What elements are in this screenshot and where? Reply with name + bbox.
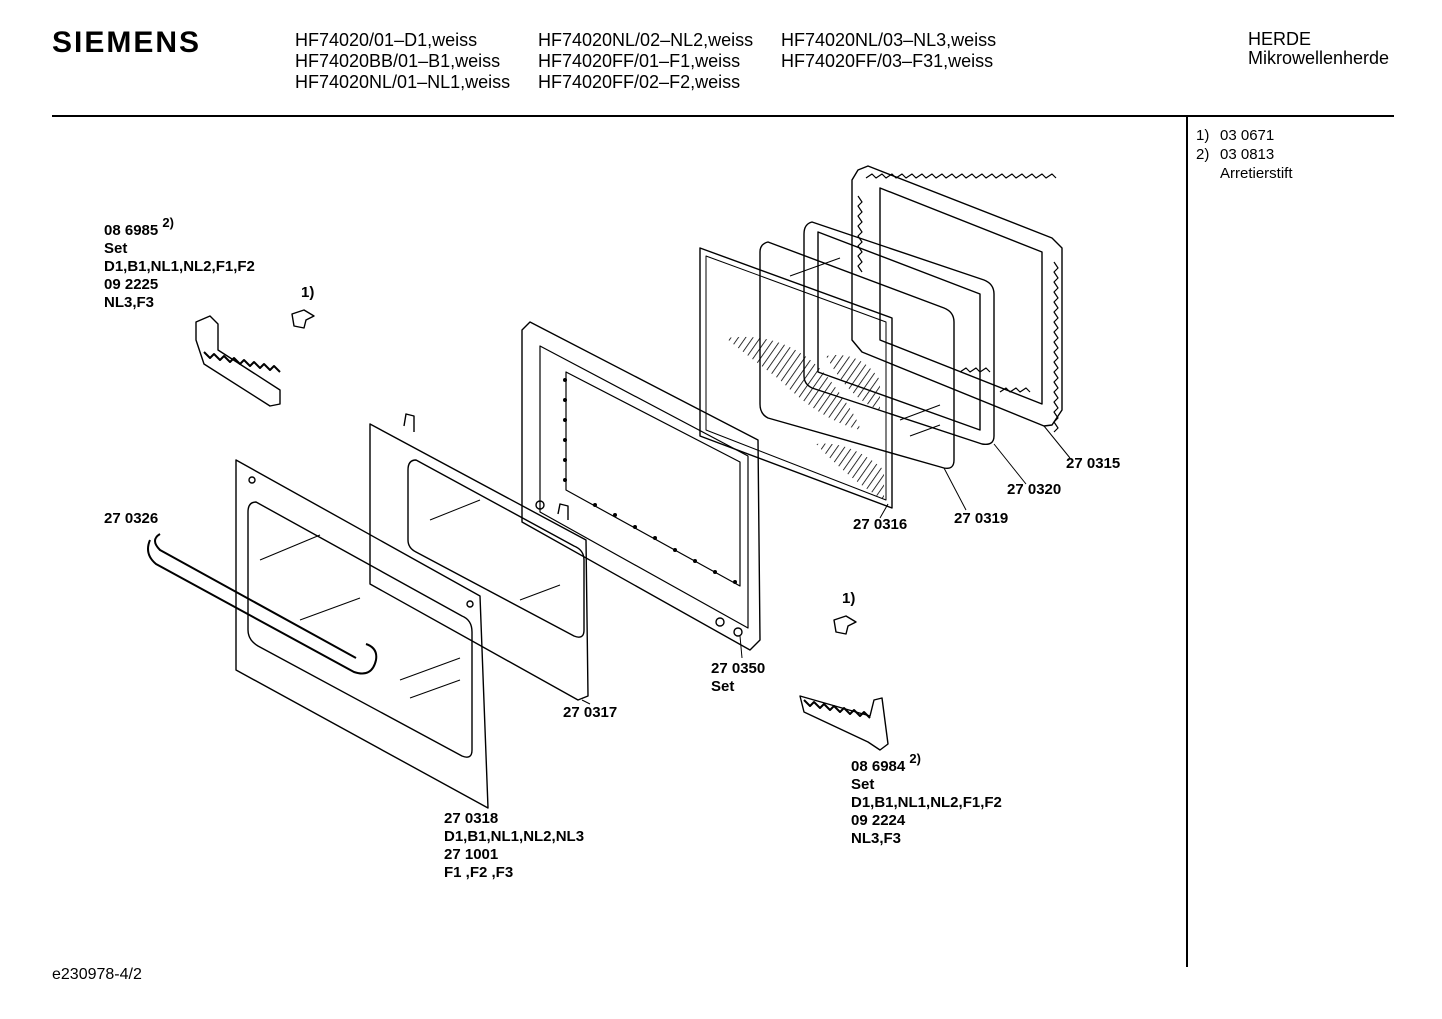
- part-label-hinge-right: 08 6984 2) Set D1,B1,NL1,NL2,F1,F2 09 22…: [851, 751, 1002, 848]
- clip-right: [833, 615, 857, 635]
- part-line: 27 0318: [444, 810, 499, 827]
- footnote-key: 1): [1196, 127, 1210, 144]
- footnotes: 1) 03 0671 2) 03 0813 Arretierstift: [1196, 126, 1293, 183]
- footnote-text: Arretierstift: [1220, 165, 1293, 182]
- model-entry: HF74020FF/03–F31,weiss: [781, 51, 994, 71]
- part-line: F1 ,F2 ,F3: [444, 864, 514, 881]
- part-line: NL3,F3: [851, 830, 902, 847]
- brand-logo: SIEMENS: [52, 26, 202, 59]
- category-line: HERDE: [1248, 29, 1312, 49]
- note-ref: 2): [162, 215, 174, 230]
- note-ref-clip-right: 1): [842, 590, 856, 607]
- part-line: D1,B1,NL1,NL2,F1,F2: [104, 258, 255, 275]
- part-label-frame: 27 0350 Set: [711, 660, 765, 696]
- model-list-col1: HF74020/01–D1,weiss HF74020BB/01–B1,weis…: [295, 30, 510, 93]
- part-label-hinge-left: 08 6985 2) Set D1,B1,NL1,NL2,F1,F2 09 22…: [104, 215, 255, 312]
- part-line: Set: [851, 776, 875, 793]
- part-line: D1,B1,NL1,NL2,NL3: [444, 828, 585, 845]
- part-line: D1,B1,NL1,NL2,F1,F2: [851, 794, 1002, 811]
- part-line: Set: [711, 678, 735, 695]
- mesh-screen: [699, 247, 893, 509]
- model-entry: HF74020/01–D1,weiss: [295, 30, 478, 50]
- outer-door-panel: [235, 459, 489, 809]
- footnote: 1) 03 0671: [1196, 126, 1293, 145]
- inner-glass-panel: [369, 413, 589, 701]
- part-label-glass-pane: 27 0319: [954, 510, 1009, 527]
- part-line: 27 1001: [444, 846, 499, 863]
- model-entry: HF74020NL/02–NL2,weiss: [538, 30, 754, 50]
- model-entry: HF74020NL/03–NL3,weiss: [781, 30, 997, 50]
- door-seal: [803, 221, 995, 446]
- model-entry: HF74020BB/01–B1,weiss: [295, 51, 501, 71]
- inner-door-frame: [521, 321, 761, 651]
- leader-lines: [581, 425, 1071, 705]
- part-label-outer-panel: 27 0318 D1,B1,NL1,NL2,NL3 27 1001 F1 ,F2…: [444, 810, 584, 882]
- model-list-col3: HF74020NL/03–NL3,weiss HF74020FF/03–F31,…: [781, 30, 996, 72]
- part-number: 08 6984: [851, 758, 906, 775]
- part-label-mesh-screen: 27 0316: [853, 516, 908, 533]
- model-entry: HF74020NL/01–NL1,weiss: [295, 72, 511, 92]
- choke-frame: [851, 165, 1063, 433]
- hinge-right: [799, 695, 889, 751]
- footnote-text: 03 0813: [1220, 146, 1275, 163]
- hinge-left: [195, 315, 281, 407]
- model-list-col2: HF74020NL/02–NL2,weiss HF74020FF/01–F1,w…: [538, 30, 753, 93]
- part-line: 27 0350: [711, 660, 766, 677]
- footnote: 2) 03 0813: [1196, 145, 1293, 164]
- footnote-key: [1196, 164, 1220, 183]
- part-line: NL3,F3: [104, 294, 155, 311]
- header-divider: [52, 115, 1394, 117]
- footnote-text: 03 0671: [1220, 127, 1275, 144]
- part-line: Set: [104, 240, 128, 257]
- note-ref-clip-left: 1): [301, 284, 315, 301]
- part-line: 09 2225: [104, 276, 159, 293]
- exploded-door-diagram: [147, 165, 1071, 809]
- part-label-inner-glass: 27 0317: [563, 704, 618, 721]
- door-handle: [147, 533, 378, 675]
- model-entry: HF74020FF/01–F1,weiss: [538, 51, 741, 71]
- footnote-key: 2): [1196, 146, 1210, 163]
- note-ref: 2): [909, 751, 921, 766]
- category-heading: HERDE Mikrowellenherde: [1248, 30, 1389, 68]
- model-entry: HF74020FF/02–F2,weiss: [538, 72, 741, 92]
- part-label-choke: 27 0315: [1066, 455, 1121, 472]
- notes-divider: [1186, 117, 1188, 967]
- clip-left: [291, 309, 315, 329]
- category-line: Mikrowellenherde: [1248, 48, 1390, 68]
- footnote: Arretierstift: [1196, 164, 1293, 183]
- part-number: 08 6985: [104, 222, 159, 239]
- document-code: e230978-4/2: [52, 966, 142, 983]
- part-label-seal: 27 0320: [1007, 481, 1062, 498]
- part-label-handle: 27 0326: [104, 510, 159, 527]
- part-line: 09 2224: [851, 812, 906, 829]
